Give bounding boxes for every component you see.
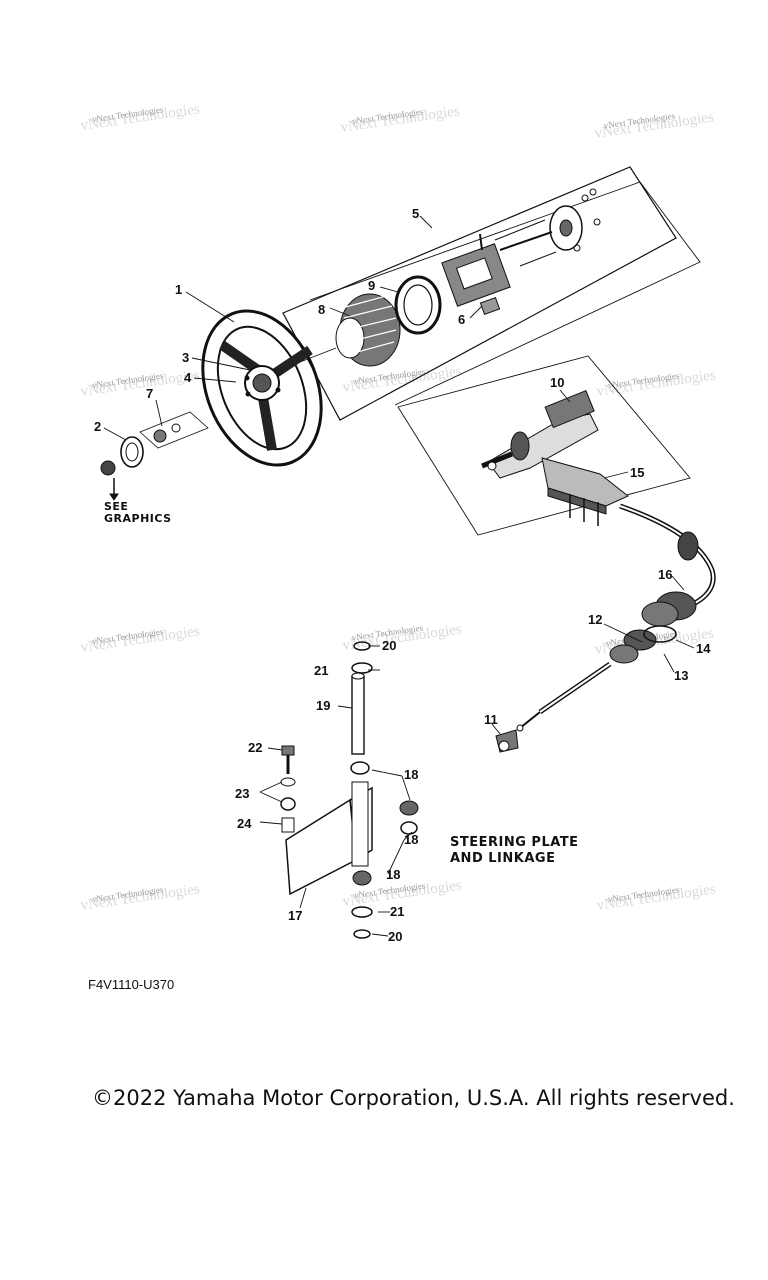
callout-14: 14 xyxy=(696,641,711,656)
callout-19: 19 xyxy=(316,698,330,713)
callout-1: 1 xyxy=(175,282,182,297)
callout-12: 12 xyxy=(588,612,602,627)
leader-lines xyxy=(103,215,695,937)
callout-23: 23 xyxy=(235,786,249,801)
callout-8: 8 xyxy=(318,302,325,317)
callout-6: 6 xyxy=(458,312,465,327)
reference-code: F4V1110-U370 xyxy=(88,977,175,992)
callout-18: 18 xyxy=(404,767,418,782)
copyright-notice: ©2022 Yamaha Motor Corporation, U.S.A. A… xyxy=(92,1086,735,1110)
callout-21: 21 xyxy=(390,904,404,919)
callout-10: 10 xyxy=(550,375,564,390)
column-frame xyxy=(397,355,691,536)
callout-22: 22 xyxy=(248,740,262,755)
steering-cable xyxy=(516,503,716,732)
steering-plate xyxy=(280,641,419,939)
callout-16: 16 xyxy=(658,567,672,582)
callout-21: 21 xyxy=(314,663,328,678)
callout-20: 20 xyxy=(388,929,402,944)
callout-3: 3 xyxy=(182,350,189,365)
cover-and-ring xyxy=(299,275,442,367)
rod-end xyxy=(495,729,519,753)
see-graphics-line-1: SEE xyxy=(104,500,128,513)
callout-5: 5 xyxy=(412,206,419,221)
title-line-1: STEERING PLATE xyxy=(450,835,579,850)
callout-9: 9 xyxy=(368,278,375,293)
callout-15: 15 xyxy=(630,465,644,480)
hub-nut-and-washer xyxy=(100,411,209,501)
callout-18: 18 xyxy=(404,832,418,847)
parts-diagram: vNext Technologies vNext Technologies vN… xyxy=(80,101,717,944)
see-graphics-note: SEE GRAPHICS xyxy=(104,500,172,525)
callout-7: 7 xyxy=(146,386,153,401)
see-graphics-line-2: GRAPHICS xyxy=(104,512,172,525)
title-line-2: AND LINKAGE xyxy=(450,851,555,866)
callout-24: 24 xyxy=(237,816,252,831)
callout-20: 20 xyxy=(382,638,396,653)
control-box xyxy=(541,457,629,526)
callouts: 1 2 3 4 5 6 7 8 9 10 11 12 13 14 15 16 1… xyxy=(94,206,711,944)
section-title: STEERING PLATE AND LINKAGE xyxy=(450,835,579,866)
assembly-5-frame xyxy=(282,166,701,421)
helm-unit xyxy=(441,188,601,316)
callout-18: 18 xyxy=(386,867,400,882)
callout-4: 4 xyxy=(184,370,192,385)
steering-column xyxy=(481,389,599,479)
callout-13: 13 xyxy=(674,668,688,683)
callout-11: 11 xyxy=(484,712,498,727)
callout-17: 17 xyxy=(288,908,302,923)
steering-wheel xyxy=(201,309,323,467)
callout-2: 2 xyxy=(94,419,101,434)
